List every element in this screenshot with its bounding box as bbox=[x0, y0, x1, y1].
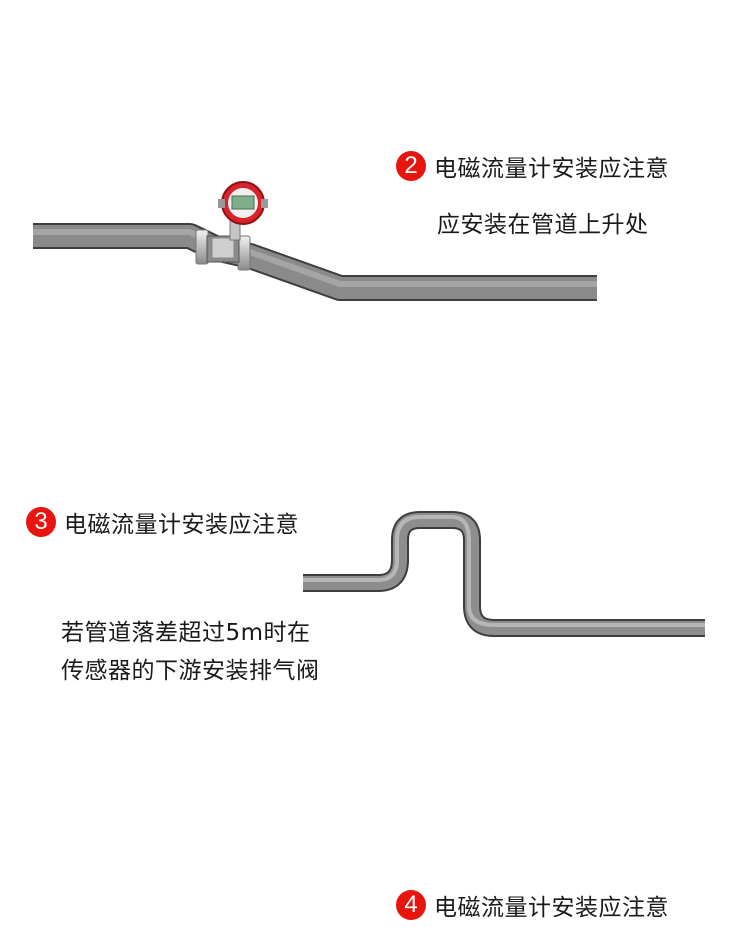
note-4-title: 电磁流量计安装应注意 bbox=[434, 895, 669, 921]
note-4-header: 4 电磁流量计安装应注意 bbox=[396, 888, 669, 922]
note-3-line-1: 若管道落差超过5m时在 bbox=[61, 620, 311, 646]
note-3-line-2: 传感器的下游安装排气阀 bbox=[61, 658, 320, 684]
note-2-title: 电磁流量计安装应注意 bbox=[434, 156, 669, 182]
dip-pipeline bbox=[303, 511, 705, 637]
number-badge-4: 4 bbox=[396, 890, 426, 920]
rising-pipeline bbox=[33, 223, 597, 301]
flowmeter-icon bbox=[195, 181, 268, 271]
number-badge-3: 3 bbox=[26, 507, 56, 537]
note-3-header: 3 电磁流量计安装应注意 bbox=[26, 505, 299, 539]
number-badge-2: 2 bbox=[396, 151, 426, 181]
note-2-line-1: 应安装在管道上升处 bbox=[437, 212, 649, 238]
note-2-header: 2 电磁流量计安装应注意 bbox=[396, 149, 669, 183]
note-3-title: 电磁流量计安装应注意 bbox=[64, 512, 299, 538]
